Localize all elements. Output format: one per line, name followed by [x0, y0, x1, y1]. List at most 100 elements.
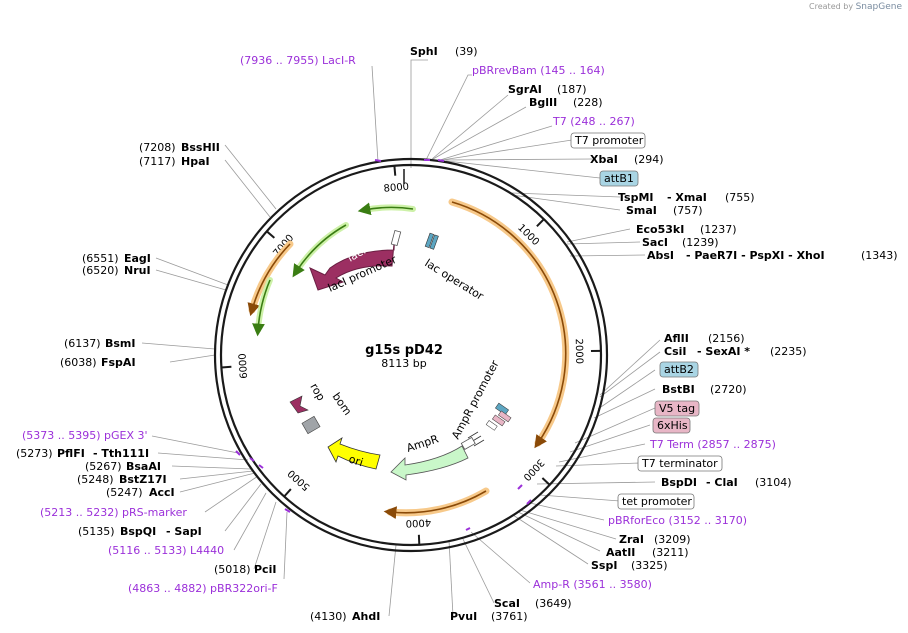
enzyme-pos: (3649) [535, 597, 572, 610]
orf-arc-left [247, 240, 294, 317]
enzyme-pos: (2720) [710, 383, 747, 396]
ruler-tick [541, 477, 551, 486]
enzyme-name: CsiI [664, 345, 686, 358]
ampr-arrow [390, 445, 469, 481]
primer-label: pBRforEco (3152 .. 3170) [608, 514, 747, 527]
enzyme-pos: (755) [725, 191, 755, 204]
enzyme-name: AflII [664, 332, 689, 345]
ampr-label: AmpR [405, 432, 441, 455]
enzyme-name: BstZ17I [119, 473, 167, 486]
enzyme-pos: (2235) [770, 345, 807, 358]
boxed-feature-labels: T7 promoter attB1 attB2 V5 tag 6xHis T7 … [570, 132, 723, 510]
credit-prefix: Created by [809, 2, 854, 11]
ruler-tick-label: 4000 [405, 516, 431, 528]
ampr-promoter-box [460, 436, 476, 451]
ruler-tick [266, 230, 276, 239]
feature-box [652, 417, 691, 434]
enzyme-labels: SphI (39) SgrAI (187) BglII (228) XbaI (… [16, 45, 898, 623]
primer-label: (5213 .. 5232) pRS-marker [40, 506, 187, 519]
enzyme-sep: - Tth111I [93, 447, 149, 460]
ruler-tick-label: 2000 [573, 338, 585, 364]
bom-label: bom [330, 390, 355, 417]
feature-box-label: V5 tag [659, 402, 695, 415]
small-feature-marks [485, 402, 512, 431]
enzyme-sep: - SexAI * [697, 345, 750, 358]
feature-box [599, 170, 639, 187]
enzyme-name: Eco53kI [636, 223, 684, 236]
enzyme-name: PciI [254, 563, 276, 576]
enzyme-name: SphI [410, 45, 438, 58]
primer-labels: (7936 .. 7955) LacI-R pBRrevBam (145 .. … [22, 54, 776, 595]
enzyme-pos: (6520) [82, 264, 119, 277]
enzyme-pos: (294) [634, 153, 664, 166]
lac-operator-mark [424, 232, 439, 250]
enzyme-pos: (7208) [139, 141, 176, 154]
ruler-tick [221, 365, 232, 369]
enzyme-pos: (5248) [77, 473, 114, 486]
enzyme-pos: (5247) [106, 486, 143, 499]
orf-green-1 [357, 202, 416, 216]
enzyme-name: PflFI [57, 447, 85, 460]
lac-operator-label: lac operator [422, 257, 486, 304]
primer-label: Amp-R (3561 .. 3580) [533, 578, 652, 591]
primer-label: (4863 .. 4882) pBR322ori-F [128, 582, 278, 595]
enzyme-name: PvuI [450, 610, 477, 623]
enzyme-pos: (5135) [78, 525, 115, 538]
enzyme-name: BspDI [661, 476, 697, 489]
leader-lines [141, 59, 661, 617]
feature-box [617, 493, 695, 510]
primer-label: (7936 .. 7955) LacI-R [240, 54, 356, 67]
rop-label: rop [307, 381, 327, 403]
enzyme-pos: (7117) [139, 155, 176, 168]
feature-box [659, 361, 699, 378]
laci-arrow [309, 231, 396, 291]
ori-label: ori [347, 452, 365, 469]
plasmid-name: g15s pD42 [365, 343, 443, 358]
enzyme-pos: (228) [573, 96, 603, 109]
primer-marks [235, 159, 532, 531]
enzyme-name: ZraI [619, 533, 644, 546]
feature-box-label: T7 terminator [641, 457, 718, 470]
enzyme-sep: - SapI [166, 525, 202, 538]
feature-box [637, 455, 723, 472]
enzyme-pos: (2156) [708, 332, 745, 345]
ruler-tick-label: 8000 [383, 182, 409, 195]
enzyme-pos: (757) [673, 204, 703, 217]
enzyme-pos: (3209) [654, 533, 691, 546]
enzyme-name: BglII [529, 96, 557, 109]
enzyme-pos: (6137) [64, 337, 101, 350]
enzyme-name: ScaI [494, 597, 520, 610]
enzyme-pos: (6551) [82, 252, 119, 265]
enzyme-pos: (1239) [682, 236, 719, 249]
feature-box [654, 400, 700, 417]
orf-green-2 [292, 222, 349, 278]
primer-label: T7 (248 .. 267) [552, 115, 635, 128]
backbone-inner [219, 163, 603, 547]
enzyme-pos: (5018) [214, 563, 251, 576]
ruler-tick [536, 218, 545, 228]
enzyme-name: TspMI [618, 191, 654, 204]
plasmid-size: 8113 bp [381, 357, 426, 370]
feature-box-label: attB2 [664, 363, 694, 376]
primer-label: (5116 .. 5133) L4440 [108, 544, 224, 557]
ruler-tick [393, 165, 397, 176]
feature-box-label: attB1 [604, 172, 634, 185]
orf-arc-bottom [383, 487, 490, 520]
enzyme-name: AhdI [352, 610, 380, 623]
enzyme-pos: (39) [455, 45, 478, 58]
enzyme-pos: (187) [557, 83, 587, 96]
feature-box [570, 132, 646, 149]
enzyme-name: AccI [149, 486, 175, 499]
feature-box-label: tet promoter [622, 495, 692, 508]
primer-label: (5373 .. 5395) pGEX 3' [22, 429, 148, 442]
enzyme-pos: (1237) [700, 223, 737, 236]
enzyme-pos: (4130) [310, 610, 347, 623]
enzyme-pos: (3104) [755, 476, 792, 489]
orf-green-3 [252, 277, 273, 337]
enzyme-name: XbaI [590, 153, 618, 166]
orf-arc-right [448, 198, 570, 449]
enzyme-name: AatII [606, 546, 635, 559]
enzyme-pos: (3211) [652, 546, 689, 559]
enzyme-name: SspI [591, 559, 617, 572]
enzyme-pos: (5267) [85, 460, 122, 473]
